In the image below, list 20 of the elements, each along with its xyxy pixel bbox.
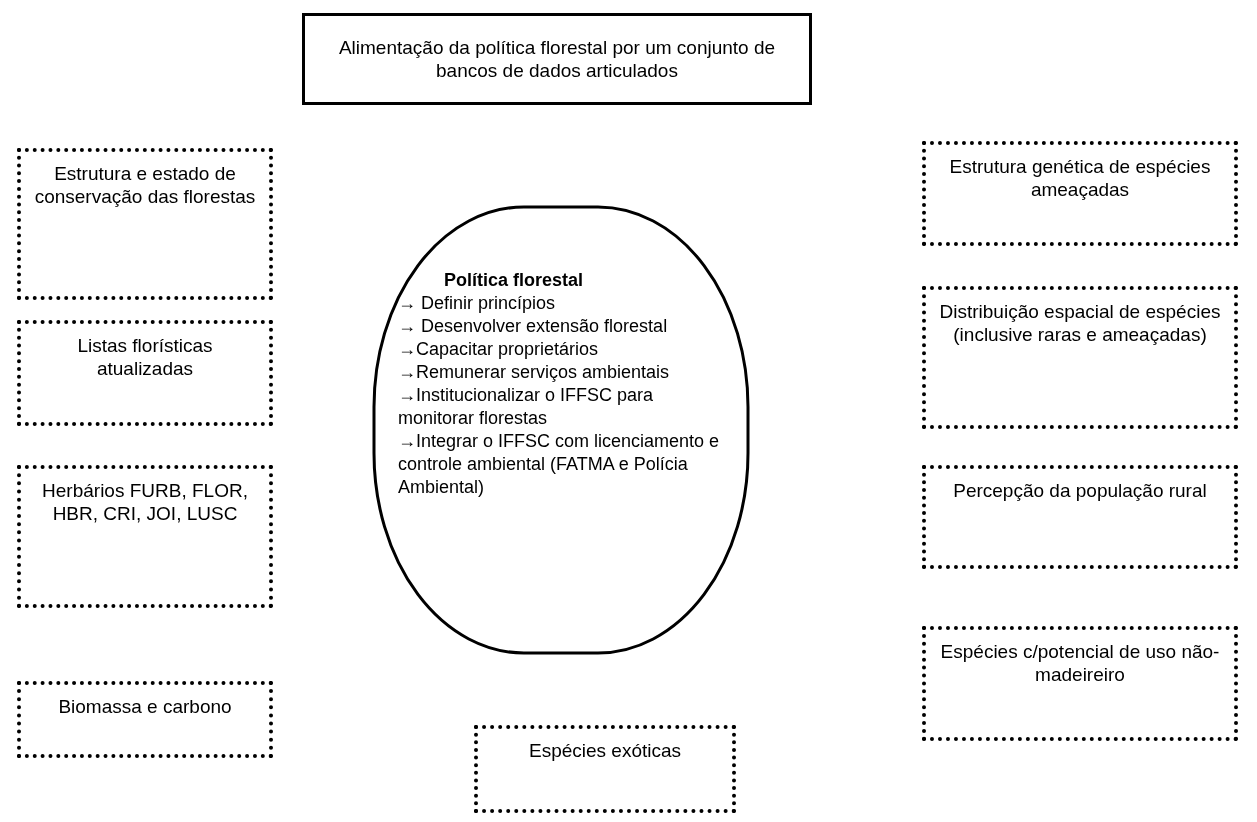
box-text: Alimentação da política florestal por um conjunto de bancos de dados articulados (337, 36, 777, 82)
box-text: Biomassa e carbono (58, 696, 232, 717)
dotted-box (17, 320, 273, 426)
dotted-box (474, 725, 736, 813)
dotted-box (922, 141, 1238, 246)
box-text: Espécies exóticas (528, 740, 682, 761)
box-text: Distribuição espacial de espécies (inclusive raras e ameaçadas) (939, 301, 1221, 345)
box-text: Espécies c/potencial de uso não-madeireiro (940, 641, 1220, 685)
dotted-box (17, 148, 273, 300)
dotted-box (922, 465, 1238, 569)
box-text: Estrutura genética de espécies ameaçadas (949, 156, 1211, 200)
dotted-box (17, 681, 273, 758)
box-text: Estrutura e estado de conservação das florestas (34, 163, 256, 207)
box-text: Herbários FURB, FLOR, HBR, CRI, JOI, LUSC (42, 480, 248, 524)
title-box (302, 13, 812, 105)
box-text: Listas florísticas atualizadas (77, 335, 213, 379)
dotted-box (922, 626, 1238, 741)
dotted-box (17, 465, 273, 608)
box-text: Percepção da população rural (953, 480, 1207, 501)
dotted-box (922, 286, 1238, 429)
